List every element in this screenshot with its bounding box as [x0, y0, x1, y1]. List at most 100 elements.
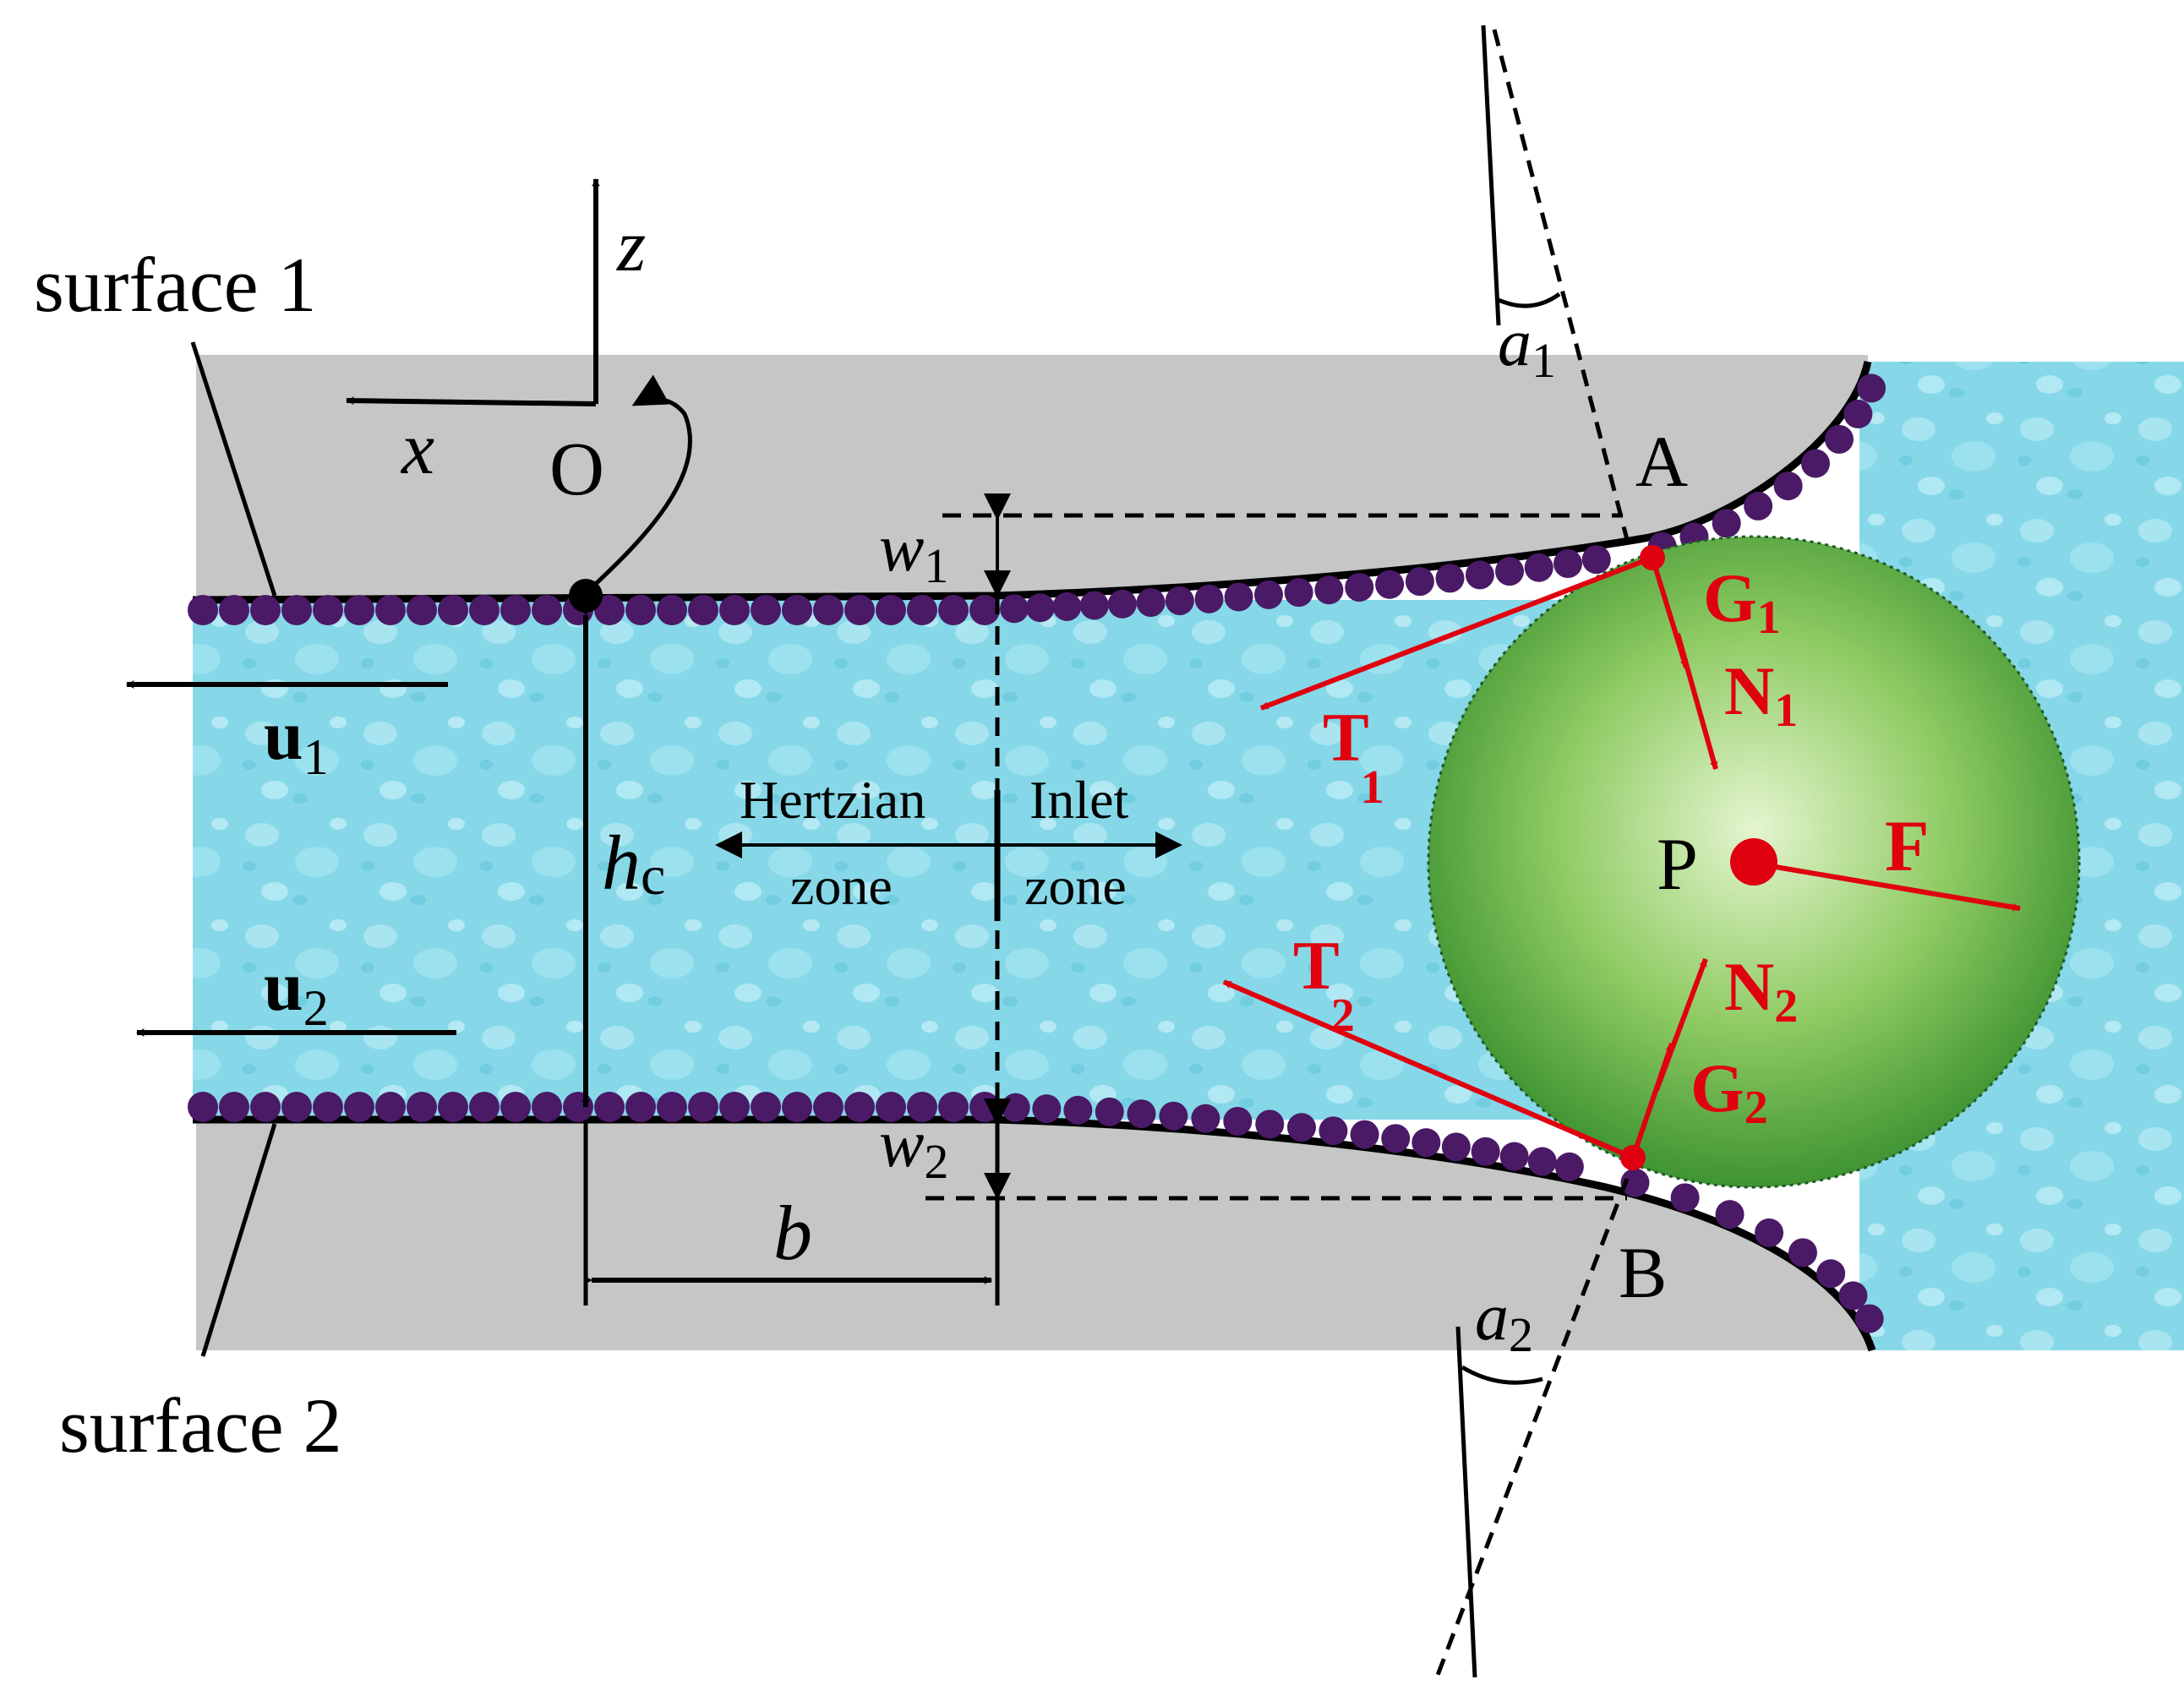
u2-subscript: 2	[303, 980, 329, 1036]
x-axis-arrow	[346, 396, 597, 406]
adsorbed-molecule	[1554, 1152, 1584, 1181]
adsorbed-molecule	[719, 1092, 750, 1122]
g1-base: G	[1703, 559, 1757, 636]
adsorbed-molecule	[1319, 1116, 1348, 1146]
a2-label: a2	[1475, 1280, 1533, 1362]
adsorbed-molecule	[1052, 592, 1082, 621]
adsorbed-molecule	[469, 1092, 500, 1122]
t1-base: T	[1323, 699, 1369, 776]
adsorbed-molecule	[1350, 1120, 1379, 1149]
adsorbed-molecule	[594, 1092, 625, 1122]
adsorbed-molecule	[219, 1092, 249, 1122]
surface1-leader	[190, 341, 277, 597]
adsorbed-molecule	[500, 595, 531, 625]
adsorbed-molecule	[782, 595, 812, 625]
n2-subscript: 2	[1774, 980, 1798, 1033]
adsorbed-molecule	[1411, 1128, 1441, 1158]
adsorbed-molecule	[688, 595, 718, 625]
adsorbed-molecule	[1441, 1132, 1471, 1162]
force-t2-arrow	[1222, 979, 1635, 1160]
adsorbed-molecule	[1224, 582, 1253, 612]
adsorbed-molecule	[1553, 549, 1583, 579]
adsorbed-molecule	[1620, 1168, 1650, 1197]
u2-base: u	[264, 947, 303, 1026]
adsorbed-molecule	[188, 1092, 218, 1122]
adsorbed-molecule	[751, 595, 781, 625]
adsorbed-molecule	[1136, 587, 1166, 617]
origin-label: O	[549, 428, 604, 511]
hc-label: hc	[602, 820, 665, 907]
adsorbed-molecule	[1857, 373, 1886, 403]
adsorbed-molecule	[250, 1092, 281, 1122]
adsorbed-molecule	[1381, 1124, 1411, 1153]
a2-reference-line	[1455, 1326, 1477, 1678]
w1-label: w1	[879, 511, 948, 593]
adsorbed-molecule	[1063, 1095, 1093, 1125]
adsorbed-molecule	[563, 1092, 593, 1122]
adsorbed-molecule	[844, 1092, 875, 1122]
adsorbed-molecule	[1527, 1147, 1557, 1176]
g2-label: G2	[1690, 1049, 1768, 1134]
n1-base: N	[1724, 652, 1774, 729]
origin-pointer	[586, 374, 692, 593]
adsorbed-molecule	[1465, 560, 1494, 590]
g2-subscript: 2	[1744, 1082, 1768, 1134]
adsorbed-molecule	[469, 595, 500, 625]
adsorbed-molecule	[1495, 557, 1525, 586]
lower-surface-body	[196, 1120, 1872, 1350]
adsorbed-molecule	[1165, 586, 1194, 616]
force-f-arrow	[1770, 864, 2021, 912]
adsorbed-molecule	[1405, 567, 1434, 597]
a2-subscript: 2	[1509, 1307, 1533, 1362]
t2-base: T	[1293, 927, 1340, 1004]
hertzian-label-2: zone	[790, 856, 893, 916]
adsorbed-molecule	[1712, 509, 1741, 538]
force-t1-arrow	[1259, 555, 1654, 711]
a2-angle-arc	[1461, 1365, 1543, 1385]
z-axis-label: z	[616, 205, 646, 287]
adsorbed-molecule	[344, 595, 374, 625]
a2-base: a	[1475, 1280, 1509, 1355]
x-axis-label: x	[400, 408, 434, 490]
b-label: b	[773, 1190, 812, 1276]
n1-label: N1	[1724, 652, 1798, 737]
a1-angle-arc	[1498, 292, 1561, 308]
adsorbed-molecule	[1524, 553, 1553, 582]
w2-subscript: 2	[924, 1134, 948, 1189]
adsorbed-molecule	[938, 595, 969, 625]
adsorbed-molecule	[438, 1092, 468, 1122]
u1-label: u1	[264, 696, 329, 785]
a1-dashed-tangent	[1492, 29, 1632, 550]
adsorbed-molecule	[688, 1092, 718, 1122]
adsorbed-molecule	[313, 1092, 343, 1122]
adsorbed-molecule	[1032, 1094, 1062, 1124]
a1-base: a	[1498, 306, 1532, 380]
adsorbed-molecule	[188, 595, 218, 625]
t1-subscript: 1	[1361, 761, 1384, 814]
adsorbed-molecule	[1755, 1218, 1784, 1247]
adsorbed-molecule	[719, 595, 750, 625]
adsorbed-molecule	[532, 595, 562, 625]
t2-subscript: 2	[1331, 989, 1355, 1042]
adsorbed-molecule	[1314, 575, 1344, 605]
adsorbed-molecule	[969, 595, 1000, 625]
adsorbed-molecule	[1375, 570, 1405, 599]
adsorbed-molecule	[313, 595, 343, 625]
adsorbed-molecule	[1773, 472, 1803, 501]
adsorbed-molecule	[657, 1092, 687, 1122]
adsorbed-molecule	[657, 595, 687, 625]
n2-base: N	[1724, 948, 1774, 1025]
adsorbed-molecule	[625, 595, 656, 625]
adsorbed-molecule	[1255, 1109, 1285, 1139]
adsorbed-molecule	[500, 1092, 531, 1122]
adsorbed-molecule	[438, 595, 468, 625]
adsorbed-molecule	[1345, 573, 1374, 602]
w2-label: w2	[879, 1107, 948, 1189]
adsorbed-molecule	[876, 1092, 906, 1122]
adsorbed-molecule	[782, 1092, 812, 1122]
f-label: F	[1885, 805, 1930, 886]
upper-surface-body	[196, 355, 1868, 600]
